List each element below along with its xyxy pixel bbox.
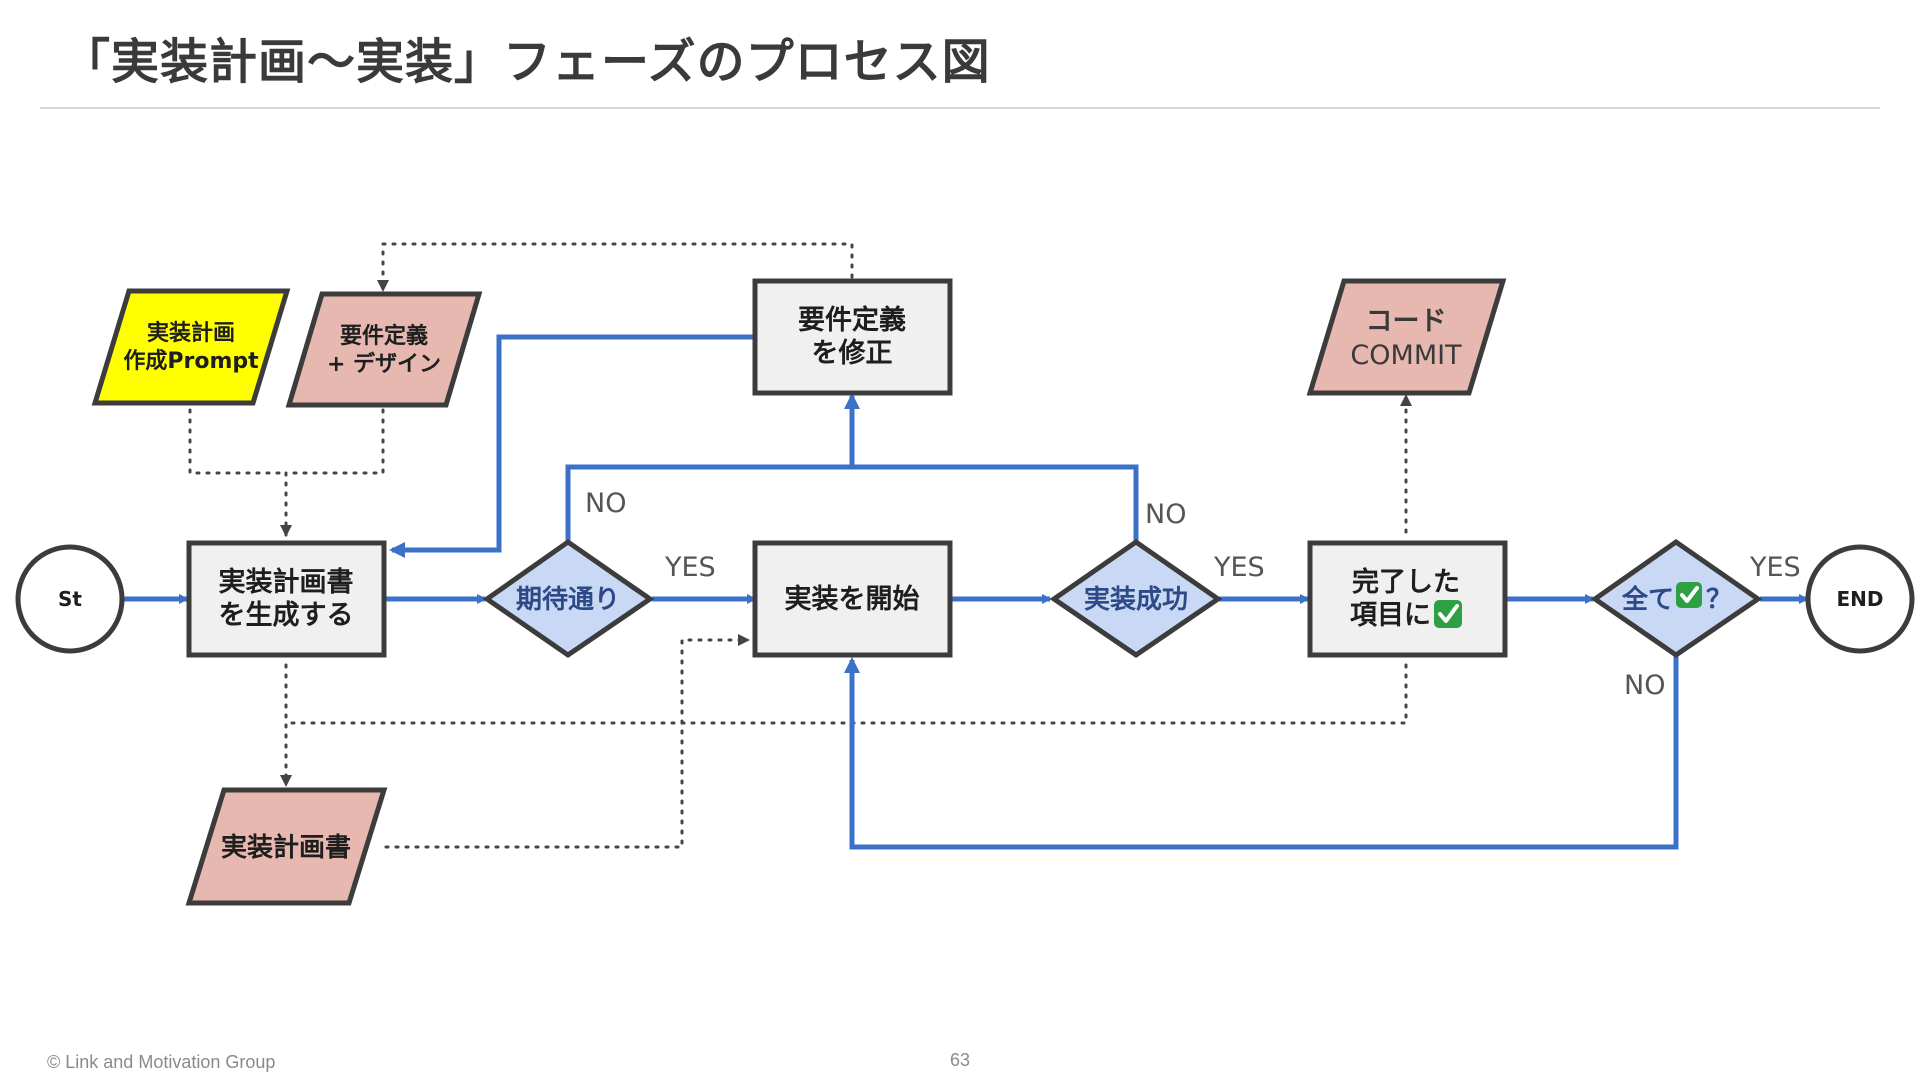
fix-requirements-node: 要件定義 を修正: [752, 278, 953, 396]
as-expected-decision: 期待通り: [482, 538, 655, 659]
label-yes-expected: YES: [664, 552, 716, 583]
generate-plan-line2: を生成する: [219, 600, 354, 631]
start-implementation-node: 実装を開始: [752, 540, 953, 658]
end-node: END: [1805, 544, 1915, 654]
white-check-mark-icon: [1434, 600, 1462, 628]
edge-labels: NO YES NO YES YES NO: [585, 488, 1801, 701]
end-label: END: [1836, 587, 1883, 611]
label-yes-success: YES: [1213, 552, 1265, 583]
requirements-design-node: 要件定義 + デザイン: [285, 291, 483, 408]
requirements-design-line1: 要件定義: [340, 323, 428, 349]
all-checked-decision: 全て ？: [1590, 538, 1763, 659]
connector-done-to-document: [284, 663, 1408, 725]
mark-done-node: 完了した 項目に: [1307, 540, 1508, 658]
copyright-footer: © Link and Motivation Group: [47, 1052, 276, 1072]
generate-plan-node: 実装計画書 を生成する: [186, 540, 387, 658]
requirements-design-line2: + デザイン: [327, 351, 441, 377]
start-node: St: [15, 544, 125, 654]
mark-done-line1: 完了した: [1352, 566, 1460, 598]
fix-requirements-line2: を修正: [812, 338, 893, 369]
white-check-mark-icon: [1676, 582, 1702, 608]
label-no-success: NO: [1145, 499, 1186, 530]
flow-connectors: [124, 334, 1809, 850]
code-commit-line2: COMMIT: [1350, 340, 1462, 371]
impl-success-label: 実装成功: [1084, 584, 1188, 615]
all-checked-label: 全て: [1621, 584, 1674, 615]
all-checked-question: ？: [1706, 585, 1732, 615]
connector-document-to-impl: [384, 634, 750, 849]
plan-document-label: 実装計画書: [221, 832, 351, 863]
connector-reqdesign-to-plan: [280, 408, 385, 537]
start-label: St: [58, 587, 82, 611]
impl-plan-prompt-line1: 実装計画: [147, 320, 235, 346]
plan-document-node: 実装計画書: [185, 787, 388, 906]
flow-fix-to-plan: [389, 334, 755, 558]
impl-plan-prompt-node: 実装計画 作成Prompt: [91, 288, 291, 406]
title-divider: [40, 107, 1880, 109]
page-title: 「実装計画〜実装」フェーズのプロセス図: [62, 34, 991, 90]
impl-plan-prompt-line2: 作成Prompt: [123, 349, 259, 374]
as-expected-label: 期待通り: [516, 585, 620, 615]
flow-check-no-branch: [565, 464, 1139, 542]
flow-all-no-loop: [844, 655, 1679, 850]
code-commit-line1: コード: [1366, 306, 1447, 337]
code-commit-node: コード COMMIT: [1306, 278, 1507, 396]
fix-requirements-line1: 要件定義: [798, 304, 906, 336]
label-no-expected: NO: [585, 488, 626, 519]
label-yes-all: YES: [1749, 552, 1801, 583]
impl-success-decision: 実装成功: [1049, 538, 1223, 659]
generate-plan-line1: 実装計画書: [219, 566, 354, 598]
mark-done-line2: 項目に: [1350, 600, 1431, 631]
connector-prompt-to-plan: [188, 408, 288, 475]
start-implementation-label: 実装を開始: [785, 583, 920, 615]
page-number: 63: [950, 1050, 971, 1070]
label-no-all: NO: [1624, 670, 1665, 701]
dotted-connectors: [188, 242, 1412, 849]
